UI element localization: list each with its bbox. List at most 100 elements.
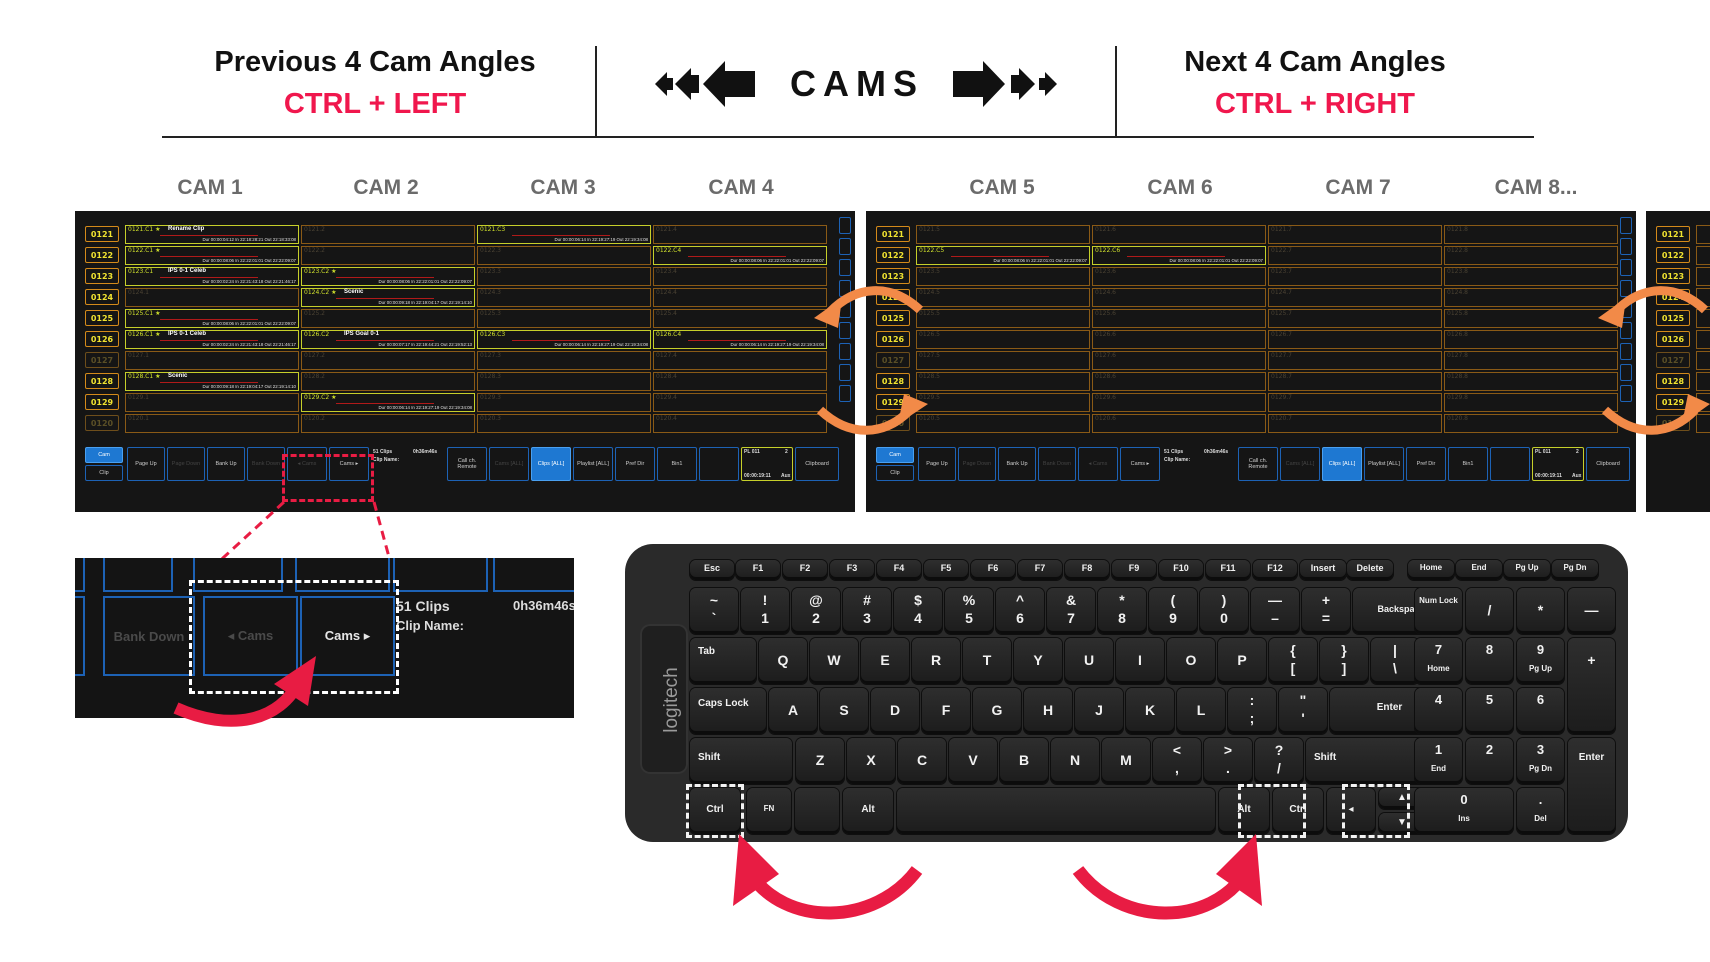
key-punct-1[interactable]: "' [1279, 688, 1327, 734]
key-ctrl-right[interactable]: Ctrl [1273, 788, 1323, 834]
p1-scroll-button[interactable] [839, 385, 851, 402]
p1-clip-cell[interactable]: 0127.3 [477, 351, 651, 370]
p2-clip-cell[interactable]: 0127.8 [1444, 351, 1618, 370]
p3-row-number-0128[interactable]: 0128 [1656, 373, 1690, 389]
p2-clip-cell[interactable]: 0124.8 [1444, 288, 1618, 307]
p2-clip-cell[interactable]: 0127.7 [1268, 351, 1442, 370]
p2-clip-cell[interactable]: 0124.7 [1268, 288, 1442, 307]
p2-clip-cell[interactable]: 0121.6 [1092, 225, 1266, 244]
p2-scroll-button[interactable] [1620, 238, 1632, 255]
key-num-lock[interactable]: Num Lock [1415, 588, 1462, 634]
key-u[interactable]: U [1065, 638, 1113, 684]
key-bracket-1[interactable]: }] [1320, 638, 1368, 684]
p1-clipboard-button[interactable]: Clipboard [795, 447, 839, 481]
p2-clip-cell[interactable]: 0128.5 [916, 372, 1090, 391]
key-num-5[interactable]: 5 [1466, 688, 1513, 734]
p2-clip-cell[interactable]: 0126.8 [1444, 330, 1618, 349]
p2-clip-cell[interactable]: 0126.6 [1092, 330, 1266, 349]
p1-clip-cell[interactable]: 0127.2 [301, 351, 475, 370]
p1-clip-cell[interactable]: 0122.2 [301, 246, 475, 265]
p2-clip-cell[interactable]: 0120.6 [1092, 414, 1266, 433]
p3-partial-clip[interactable] [1696, 246, 1710, 265]
key--num12[interactable]: += [1302, 588, 1350, 634]
p1-clip-cell[interactable]: 0120.3 [477, 414, 651, 433]
p2-clip-cell[interactable]: 0125.7 [1268, 309, 1442, 328]
key-windows[interactable] [795, 788, 839, 834]
p1-row-number-0121[interactable]: 0121 [85, 226, 119, 242]
p1-bank-up-button[interactable]: Bank Up [207, 447, 245, 481]
key-esc[interactable]: Esc [690, 560, 734, 580]
p1-clip-cell[interactable]: 0125.3 [477, 309, 651, 328]
p2-cams-next-button[interactable]: Cams ▸ [1120, 447, 1160, 481]
p2-clip-cell[interactable]: 0128.7 [1268, 372, 1442, 391]
key-i[interactable]: I [1116, 638, 1164, 684]
p2-scroll-button[interactable] [1620, 364, 1632, 381]
key-delete[interactable]: Delete [1347, 560, 1393, 580]
p2-clip-cell[interactable]: 0121.7 [1268, 225, 1442, 244]
key-k[interactable]: K [1126, 688, 1174, 734]
p1-cams-next-button[interactable]: Cams ▸ [329, 447, 369, 481]
p1-row-number-0125[interactable]: 0125 [85, 310, 119, 326]
zoom-left-button[interactable] [75, 596, 85, 676]
p1-scroll-button[interactable] [839, 322, 851, 339]
key-f12[interactable]: F12 [1253, 560, 1297, 580]
p2-bin1-button[interactable]: Bin1 [1448, 447, 1488, 481]
key-num-dot[interactable]: .Del [1517, 788, 1564, 834]
p2-bank-up-button[interactable]: Bank Up [998, 447, 1036, 481]
p2-playlist-box[interactable] [1532, 447, 1584, 481]
key-h[interactable]: H [1024, 688, 1072, 734]
p1-clip-cell[interactable]: 0122.C1 ★Dur 00:00:08:06 In 22:22:01:01 … [125, 246, 299, 265]
p2-clip-cell[interactable]: 0124.5 [916, 288, 1090, 307]
p1-row-number-0122[interactable]: 0122 [85, 247, 119, 263]
p2-clip-cell[interactable]: 0125.5 [916, 309, 1090, 328]
p2-clip-cell[interactable]: 0122.7 [1268, 246, 1442, 265]
p1-row-number-0128[interactable]: 0128 [85, 373, 119, 389]
p2-clip-cell[interactable]: 0121.5 [916, 225, 1090, 244]
key--num0[interactable]: ~` [690, 588, 738, 634]
p2-clip-cell[interactable]: 0129.5 [916, 393, 1090, 412]
p2-scroll-button[interactable] [1620, 280, 1632, 297]
p2-clip-cell[interactable]: 0123.6 [1092, 267, 1266, 286]
p2-scroll-button[interactable] [1620, 385, 1632, 402]
key-f2[interactable]: F2 [783, 560, 827, 580]
p1-scroll-button[interactable] [839, 343, 851, 360]
key-arrow-left[interactable]: ◂ [1327, 788, 1375, 834]
p1-clip-cell[interactable]: 0125.C1 ★Dur 00:00:08:06 In 22:22:01:01 … [125, 309, 299, 328]
zoom-bank-down-button[interactable]: Bank Down [103, 596, 195, 676]
key-t[interactable]: T [963, 638, 1011, 684]
p3-partial-clip[interactable] [1696, 267, 1710, 286]
key-num-star[interactable]: * [1517, 588, 1564, 634]
p1-clip-cell[interactable]: 0124.1 [125, 288, 299, 307]
key-z[interactable]: Z [796, 738, 844, 784]
p3-partial-clip[interactable] [1696, 414, 1710, 433]
p1-clip-cell[interactable]: 0127.1 [125, 351, 299, 370]
key-bracket-2[interactable]: |\ [1371, 638, 1419, 684]
key-g[interactable]: G [973, 688, 1021, 734]
key-7-num7[interactable]: &7 [1047, 588, 1095, 634]
p2-clip-cell[interactable]: 0123.8 [1444, 267, 1618, 286]
p1-playlist-all-button[interactable]: Playlist [ALL] [573, 447, 613, 481]
p2-clip-cell[interactable]: 0129.7 [1268, 393, 1442, 412]
p1-clip-cell[interactable]: 0121.4 [653, 225, 827, 244]
key-n[interactable]: N [1051, 738, 1099, 784]
p3-partial-clip[interactable] [1696, 351, 1710, 370]
p2-page-down-button[interactable]: Page Down [958, 447, 996, 481]
p2-call-remote-button[interactable]: Call ch. Remote [1238, 447, 1278, 481]
p2-clip-cell[interactable]: 0128.6 [1092, 372, 1266, 391]
zoom-cams-prev-button[interactable]: ◂ Cams [203, 596, 298, 676]
key-c[interactable]: C [898, 738, 946, 784]
key-f5[interactable]: F5 [924, 560, 968, 580]
key-f10[interactable]: F10 [1159, 560, 1203, 580]
p3-row-number-0122[interactable]: 0122 [1656, 247, 1690, 263]
p1-clip-cell[interactable]: 0120.2 [301, 414, 475, 433]
p2-row-number-0122[interactable]: 0122 [876, 247, 910, 263]
p1-clip-cell[interactable]: 0125.2 [301, 309, 475, 328]
key-num-minus[interactable]: — [1568, 588, 1615, 634]
p1-clip-cell[interactable]: 0121.2 [301, 225, 475, 244]
